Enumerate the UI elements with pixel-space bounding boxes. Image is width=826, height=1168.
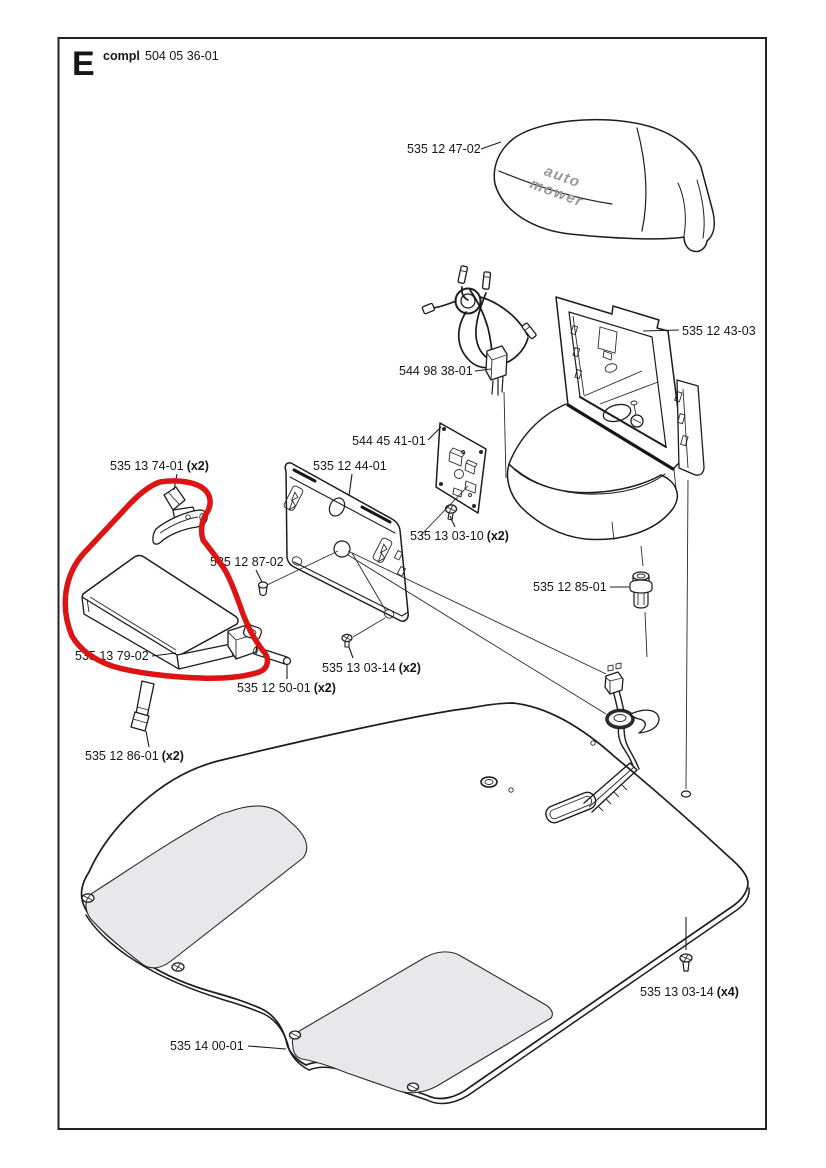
part-number: 544 98 38-01 — [399, 364, 473, 378]
part-qty: (x2) — [487, 529, 509, 543]
screw-0314x4-part — [679, 953, 693, 972]
part-qty: (x2) — [162, 749, 184, 763]
assembly-prefix: compl — [103, 49, 140, 63]
part-number: 535 14 00-01 — [170, 1039, 244, 1053]
part-qty: (x2) — [314, 681, 336, 695]
part-number: 535 12 50-01 — [237, 681, 311, 695]
svg-text:535 12 44-01: 535 12 44-01 — [313, 459, 387, 473]
part-number: 535 12 85-01 — [533, 580, 607, 594]
part-number: 535 13 74-01 — [110, 459, 184, 473]
bottom-liner-patch — [291, 951, 553, 1094]
label-screw-0314x2: 535 13 03-14(x2) — [322, 646, 421, 675]
part-qty: (x4) — [717, 985, 739, 999]
chassis-plate-part — [80, 662, 750, 1105]
svg-text:535 13 03-14(x4): 535 13 03-14(x4) — [640, 985, 739, 999]
svg-text:535 14 00-01: 535 14 00-01 — [170, 1039, 244, 1053]
strap-part — [130, 680, 155, 732]
part-number: 535 12 87-02 — [210, 555, 284, 569]
hinge-pin-part — [252, 646, 292, 666]
label-circuit-board: 544 45 41-01 — [352, 426, 442, 448]
diagram-border — [57, 37, 767, 1130]
label-screw-0314x4: 535 13 03-14(x4) — [640, 917, 739, 999]
assembly-alignment-lines — [266, 391, 689, 790]
part-qty: (x2) — [399, 661, 421, 675]
part-number: 535 13 03-10 — [410, 529, 484, 543]
wiring-harness-part — [421, 265, 537, 396]
charging-cable-assembly — [545, 662, 660, 824]
red-marker-annotation — [62, 478, 271, 681]
label-screw-8702: 535 12 87-02 — [210, 555, 284, 583]
label-hinge-pin: 535 12 50-01(x2) — [237, 664, 336, 695]
part-number: 535 12 44-01 — [313, 459, 387, 473]
label-strap: 535 12 86-01(x2) — [85, 730, 184, 763]
label-screw-0310: 535 13 03-10(x2) — [410, 515, 509, 543]
part-number: 535 12 43-03 — [682, 324, 756, 338]
screw-0314x2-part — [341, 633, 353, 648]
screw-8702-part — [257, 581, 269, 597]
svg-text:535 12 85-01: 535 12 85-01 — [533, 580, 607, 594]
label-latch-knob: 535 12 85-01 — [533, 580, 629, 594]
svg-text:535 12 87-02: 535 12 87-02 — [210, 555, 284, 569]
label-chassis-plate: 535 14 00-01 — [170, 1039, 287, 1053]
label-top-cover: 535 12 47-02 — [407, 141, 502, 156]
circuit-board-part — [435, 422, 487, 514]
label-rear-housing: 535 12 43-03 — [642, 324, 756, 338]
pcb-corner-holes — [439, 427, 483, 508]
rear-housing-part — [506, 296, 705, 541]
part-number: 535 13 03-14 — [322, 661, 396, 675]
mounting-plate-part — [283, 462, 409, 622]
svg-text:535 13 74-01(x2): 535 13 74-01(x2) — [110, 459, 209, 473]
part-number: 535 13 03-14 — [640, 985, 714, 999]
svg-text:535 12 86-01(x2): 535 12 86-01(x2) — [85, 749, 184, 763]
part-number: 535 12 47-02 — [407, 142, 481, 156]
section-letter: E — [72, 45, 95, 83]
chassis-screw-holes — [81, 740, 692, 1092]
part-labels: 535 12 47-02 535 12 43-03 544 98 38-01 5… — [75, 141, 756, 1053]
part-number: 544 45 41-01 — [352, 434, 426, 448]
label-wiring-harness: 544 98 38-01 — [399, 364, 492, 378]
hatch-lid-part — [81, 554, 262, 670]
svg-text:535 12 47-02: 535 12 47-02 — [407, 142, 481, 156]
svg-text:535 13 03-14(x2): 535 13 03-14(x2) — [322, 661, 421, 675]
svg-text:544 98 38-01: 544 98 38-01 — [399, 364, 473, 378]
svg-text:535 12 50-01(x2): 535 12 50-01(x2) — [237, 681, 336, 695]
label-mounting-plate: 535 12 44-01 — [313, 459, 387, 497]
label-hinge-bracket: 535 13 74-01(x2) — [110, 459, 209, 491]
hinge-bracket-part — [152, 486, 208, 545]
part-number: 535 12 86-01 — [85, 749, 159, 763]
left-liner-patch — [85, 805, 308, 969]
part-qty: (x2) — [187, 459, 209, 473]
diagram-header: E compl 504 05 36-01 — [72, 45, 219, 83]
svg-text:535 13 03-10(x2): 535 13 03-10(x2) — [410, 529, 509, 543]
svg-text:544 45 41-01: 544 45 41-01 — [352, 434, 426, 448]
top-cover-part: auto mower — [493, 118, 716, 253]
assembly-number: 504 05 36-01 — [145, 49, 219, 63]
latch-knob-part — [629, 571, 653, 609]
svg-text:535 12 43-03: 535 12 43-03 — [682, 324, 756, 338]
